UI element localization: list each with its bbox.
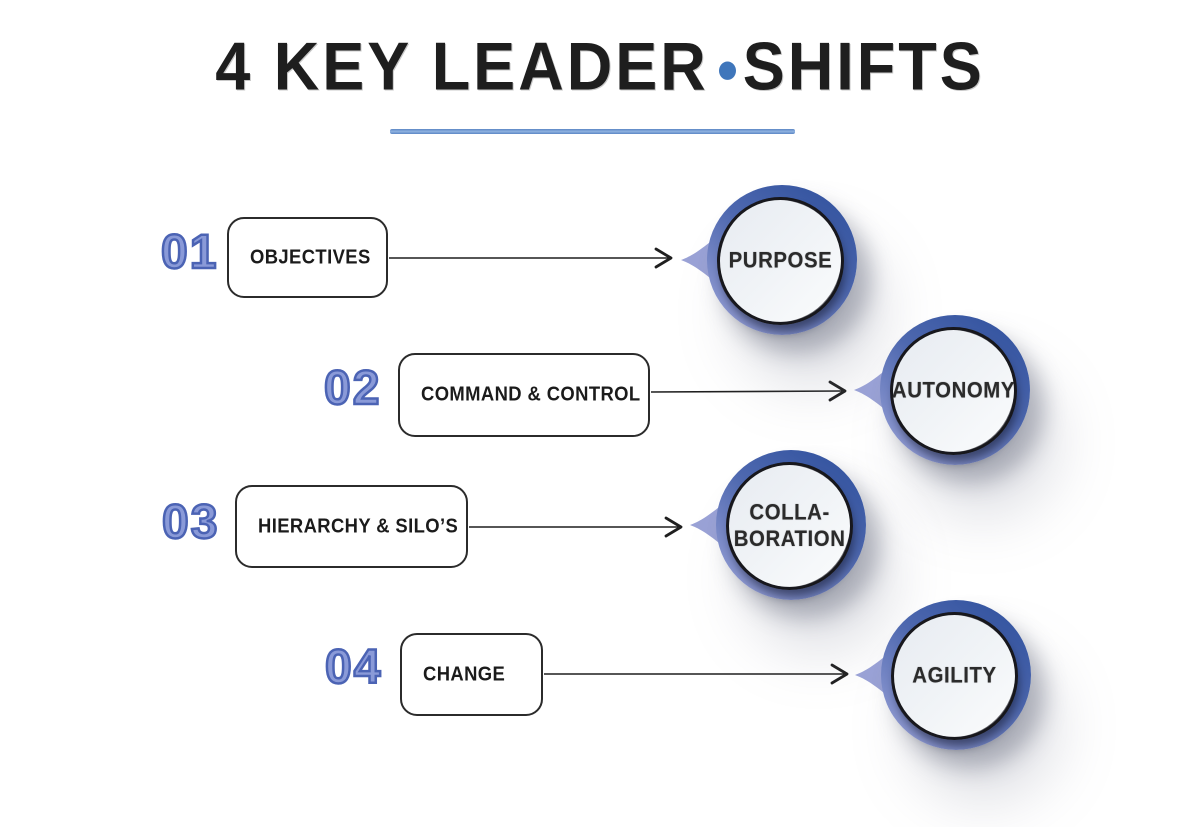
from-label: OBJECTIVES — [250, 245, 371, 269]
from-box: OBJECTIVES — [227, 217, 388, 298]
from-box: COMMAND & CONTROL — [398, 353, 650, 437]
arrow-icon — [544, 663, 849, 685]
from-label: HIERARCHY & SILO’S — [258, 514, 459, 538]
shift-badge: AGILITY — [855, 600, 1031, 750]
to-label: PURPOSE — [728, 248, 833, 273]
badge-tail-icon — [681, 238, 715, 282]
arrow-icon — [469, 516, 683, 538]
row-number: 04 — [324, 641, 383, 694]
title-dot-icon — [718, 61, 736, 80]
to-label: AUTONOMY — [891, 378, 1016, 403]
title-text-right: SHIFTS — [742, 29, 985, 105]
from-label: COMMAND & CONTROL — [421, 383, 641, 406]
arrow-icon — [389, 247, 673, 269]
badge-face: PURPOSE — [717, 197, 844, 325]
title-underline — [390, 129, 795, 134]
title-text-left: 4 KEY LEADER — [215, 29, 709, 105]
badge-face: AUTONOMY — [890, 327, 1017, 455]
badge-face: AGILITY — [891, 612, 1018, 740]
badge-face: COLLA- BORATION — [726, 462, 853, 590]
shift-badge: COLLA- BORATION — [690, 450, 866, 600]
from-label: CHANGE — [423, 662, 506, 686]
row-number: 03 — [161, 496, 220, 549]
to-label: AGILITY — [912, 663, 997, 688]
from-box: CHANGE — [400, 633, 543, 716]
shift-badge: PURPOSE — [681, 185, 857, 335]
shift-badge: AUTONOMY — [854, 315, 1030, 465]
badge-tail-icon — [855, 653, 889, 697]
row-number: 01 — [160, 226, 219, 279]
to-label: COLLA- BORATION — [733, 500, 846, 552]
arrow-icon — [650, 380, 847, 402]
badge-tail-icon — [690, 503, 724, 547]
badge-tail-icon — [854, 368, 888, 412]
from-box: HIERARCHY & SILO’S — [235, 485, 468, 568]
row-number: 02 — [323, 362, 382, 415]
